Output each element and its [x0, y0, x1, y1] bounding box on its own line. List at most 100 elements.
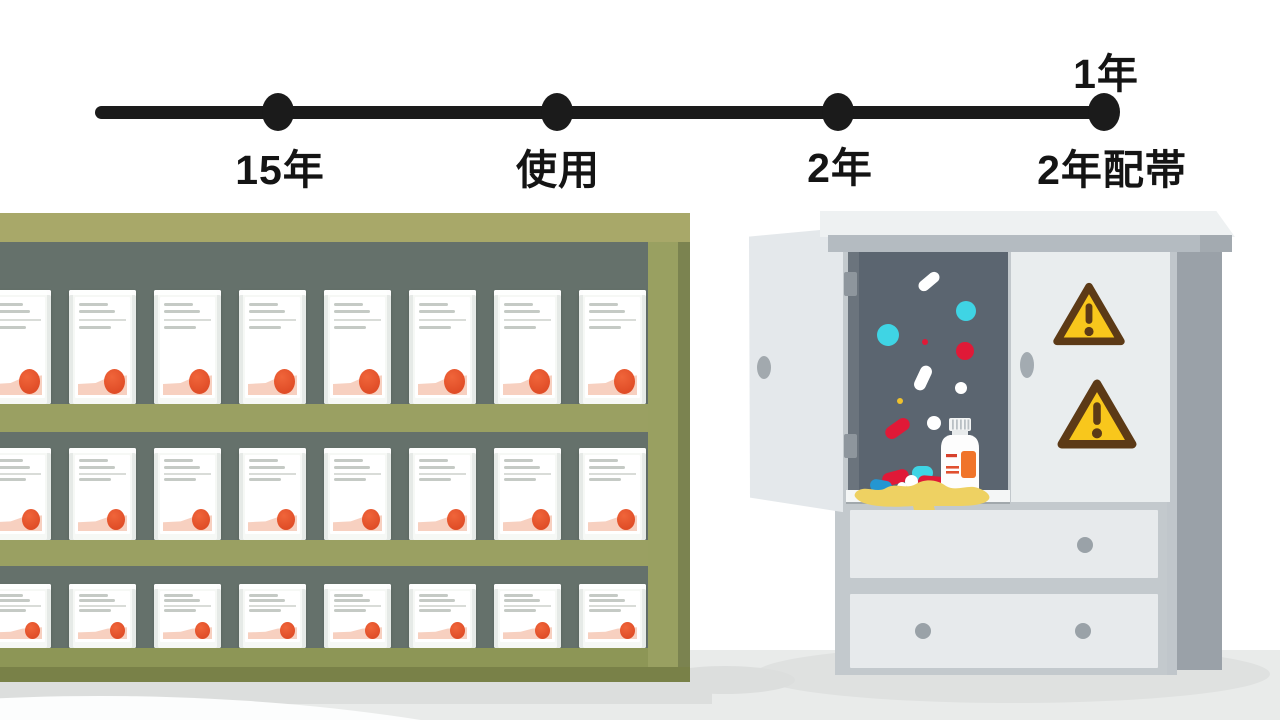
timeline-label-4: 2年配帯	[1037, 147, 1187, 193]
label-text-line	[334, 594, 363, 597]
label-text-line	[79, 466, 116, 469]
medicine-box	[324, 448, 391, 540]
label-divider	[334, 473, 381, 475]
label-divider	[0, 605, 41, 607]
label-divider	[249, 319, 296, 321]
label-text-line	[249, 466, 286, 469]
label-text-line	[589, 594, 618, 597]
label-text-line	[419, 609, 451, 612]
medicine-box	[0, 290, 51, 404]
label-text-line	[0, 303, 23, 306]
label-text-line	[0, 478, 26, 481]
label-text-line	[589, 599, 626, 602]
shelf-base-edge	[0, 667, 690, 682]
label-divider	[334, 605, 381, 607]
shelf-base	[0, 648, 690, 667]
label-text-line	[164, 459, 193, 462]
label-divider	[419, 473, 466, 475]
right-door-handle	[1020, 352, 1034, 378]
label-text-line	[419, 478, 451, 481]
label-text-line	[504, 310, 541, 313]
label-text-line	[79, 326, 111, 329]
label-divider	[0, 319, 41, 321]
shelf-row-1	[0, 242, 648, 404]
medicine-box	[69, 290, 136, 404]
box-label	[160, 591, 215, 642]
cabinet-open-compartment	[848, 252, 1008, 494]
pill-dot	[922, 339, 928, 345]
label-seal-icon	[362, 509, 380, 530]
label-divider	[0, 473, 41, 475]
label-text-line	[419, 599, 456, 602]
label-text-line	[334, 466, 371, 469]
open-door-handle	[757, 356, 771, 379]
label-text-line	[164, 599, 201, 602]
label-divider	[589, 319, 636, 321]
cabinet-lid	[820, 211, 1235, 237]
shelf-top-board	[0, 213, 690, 242]
label-divider	[589, 473, 636, 475]
timeline-line	[95, 106, 1119, 119]
label-text-line	[504, 609, 536, 612]
box-label	[0, 455, 45, 534]
label-seal-icon	[450, 622, 465, 639]
box-label	[415, 297, 470, 398]
timeline-label-1: 15年	[235, 147, 325, 193]
label-text-line	[164, 310, 201, 313]
box-label	[0, 591, 45, 642]
compartment-light-edge	[848, 252, 859, 492]
warning-icon	[1053, 282, 1125, 346]
box-label	[500, 591, 555, 642]
cabinet-lid-band	[828, 235, 1232, 252]
pill-dot	[877, 324, 899, 346]
label-text-line	[419, 310, 456, 313]
label-text-line	[249, 599, 286, 602]
medicine-box	[324, 584, 391, 648]
label-seal-icon	[535, 622, 550, 639]
label-text-line	[419, 303, 448, 306]
label-text-line	[79, 478, 111, 481]
medicine-box	[579, 290, 646, 404]
label-seal-icon	[444, 369, 465, 394]
label-text-line	[0, 459, 23, 462]
label-wave-graphic	[333, 627, 382, 639]
label-text-line	[0, 594, 23, 597]
pill-capsule	[912, 363, 934, 393]
shelf-right-post-edge	[678, 242, 690, 667]
medicine-box	[324, 290, 391, 404]
label-text-line	[79, 459, 108, 462]
label-text-line	[589, 303, 618, 306]
medicine-box	[494, 290, 561, 404]
label-text-line	[419, 466, 456, 469]
label-text-line	[504, 326, 536, 329]
label-text-line	[249, 478, 281, 481]
label-text-line	[79, 310, 116, 313]
cabinet-side-edge	[1167, 250, 1177, 675]
timeline-dot-1	[262, 93, 294, 131]
medicine-box	[0, 448, 51, 540]
label-divider	[79, 473, 126, 475]
label-text-line	[0, 599, 31, 602]
shelf-board	[0, 540, 648, 566]
label-seal-icon	[529, 369, 550, 394]
medicine-shelf	[0, 213, 690, 682]
warning-icon	[1057, 379, 1137, 449]
box-label	[585, 297, 640, 398]
label-seal-icon	[280, 622, 295, 639]
box-label	[585, 591, 640, 642]
label-divider	[419, 319, 466, 321]
timeline-dot-2	[541, 93, 573, 131]
label-text-line	[504, 466, 541, 469]
label-seal-icon	[274, 369, 295, 394]
label-text-line	[419, 594, 448, 597]
label-wave-graphic	[588, 627, 637, 639]
hinge-icon	[844, 434, 857, 458]
box-label	[330, 455, 385, 534]
label-text-line	[504, 303, 533, 306]
label-wave-graphic	[0, 627, 42, 639]
cabinet-side-panel	[1177, 250, 1222, 670]
label-text-line	[0, 310, 31, 313]
label-seal-icon	[22, 509, 40, 530]
label-seal-icon	[195, 622, 210, 639]
label-text-line	[334, 478, 366, 481]
